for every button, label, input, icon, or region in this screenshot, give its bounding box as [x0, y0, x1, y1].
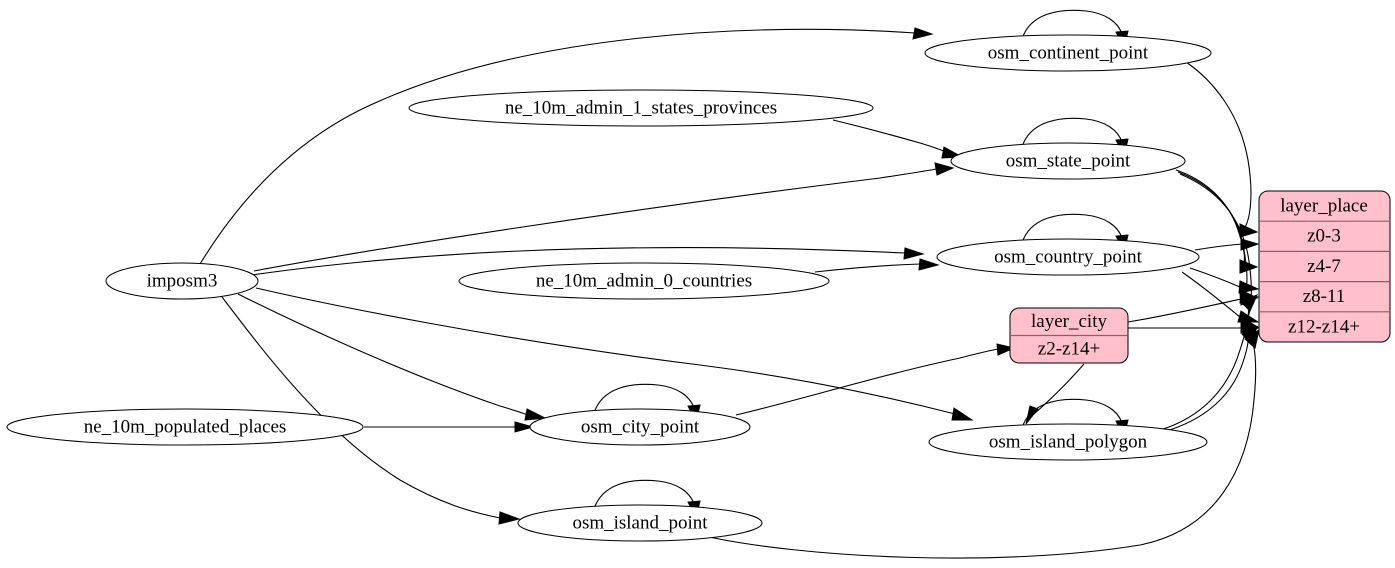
edge-osm-island-point-to-layer-place-z12-z14 — [699, 328, 1260, 559]
node-osm-continent-point[interactable]: osm_continent_point — [924, 34, 1212, 72]
node-label-osm-island-polygon: osm_island_polygon — [989, 431, 1148, 452]
record-node-layer-place[interactable]: layer_place z0-3 z4-7 z8-11 z12-z14+ — [1258, 190, 1391, 343]
node-osm-state-point[interactable]: osm_state_point — [950, 142, 1186, 180]
node-osm-country-point[interactable]: osm_country_point — [936, 238, 1200, 276]
edge-layer-city-to-osm-island-polygon — [1025, 363, 1085, 425]
node-osm-city-point[interactable]: osm_city_point — [529, 408, 751, 446]
layer-city-header: layer_city — [1031, 311, 1107, 332]
edge-imposm3-to-osm-continent-point — [199, 27, 934, 265]
edge-layer-city-to-layer-place-z8-11 — [1127, 293, 1260, 323]
edge-ne-admin0-to-osm-country-point — [814, 258, 940, 273]
layer-place-row-z8-11[interactable]: z8-11 — [1303, 286, 1346, 307]
edge-osm-island-polygon-to-layer-place-z12-z14 — [1162, 326, 1258, 433]
edge-ne-populated-places-to-osm-city-point — [364, 421, 535, 433]
node-label-osm-country-point: osm_country_point — [994, 246, 1142, 267]
record-node-layer-city[interactable]: layer_city z2-z14+ — [1009, 307, 1129, 364]
record-nodes-layer: layer_place z0-3 z4-7 z8-11 z12-z14+ lay… — [1009, 190, 1391, 364]
edge-osm-state-point-to-layer-place-z4-7 — [1175, 169, 1259, 274]
node-label-ne-admin1: ne_10m_admin_1_states_provinces — [505, 97, 777, 118]
edge-osm-city-point-to-layer-city — [735, 343, 1016, 416]
edge-osm-country-point-to-layer-place-z8-11 — [1189, 267, 1260, 294]
layer-place-row-z12-z14[interactable]: z12-z14+ — [1288, 316, 1360, 337]
edge-ne-admin1-to-osm-state-point — [832, 119, 964, 159]
edge-imposm3-to-osm-state-point — [253, 162, 955, 272]
node-imposm3[interactable]: imposm3 — [105, 262, 259, 300]
node-label-imposm3: imposm3 — [147, 270, 218, 291]
node-label-ne-admin0: ne_10m_admin_0_countries — [536, 270, 752, 291]
node-ne-10m-populated-places[interactable]: ne_10m_populated_places — [6, 408, 364, 446]
edge-imposm3-to-osm-island-point — [221, 296, 521, 525]
layer-place-header: layer_place — [1280, 195, 1368, 216]
node-ne-10m-admin-0-countries[interactable]: ne_10m_admin_0_countries — [458, 262, 830, 300]
node-label-osm-city-point: osm_city_point — [581, 416, 700, 437]
edge-osm-island-polygon-to-layer-place-z8-11 — [1159, 294, 1258, 431]
edge-layer-city-to-layer-place-z12-z14 — [1128, 322, 1260, 334]
node-label-osm-state-point: osm_state_point — [1006, 150, 1131, 171]
layer-place-row-z4-7[interactable]: z4-7 — [1307, 256, 1341, 277]
node-label-osm-continent-point: osm_continent_point — [988, 42, 1149, 63]
edge-imposm3-to-osm-island-polygon — [255, 287, 974, 421]
node-label-osm-island-point: osm_island_point — [572, 512, 708, 533]
layer-place-row-z0-3[interactable]: z0-3 — [1307, 226, 1341, 247]
node-osm-island-polygon[interactable]: osm_island_polygon — [928, 423, 1208, 461]
edge-osm-country-point-to-layer-place-z4-7 — [1194, 238, 1260, 251]
edge-imposm3-to-osm-country-point — [251, 247, 925, 276]
edges-layer — [199, 9, 1260, 559]
layer-city-row-z2-z14[interactable]: z2-z14+ — [1038, 339, 1100, 360]
edge-imposm3-to-osm-city-point — [237, 293, 547, 421]
node-ne-10m-admin-1-states-provinces[interactable]: ne_10m_admin_1_states_provinces — [408, 89, 874, 127]
node-label-ne-populated-places: ne_10m_populated_places — [84, 416, 287, 437]
edge-osm-continent-point-to-layer-place-z0-3 — [1185, 61, 1259, 238]
node-osm-island-point[interactable]: osm_island_point — [517, 504, 763, 542]
nodes-layer: imposm3 ne_10m_admin_1_states_provinces … — [6, 34, 1212, 542]
